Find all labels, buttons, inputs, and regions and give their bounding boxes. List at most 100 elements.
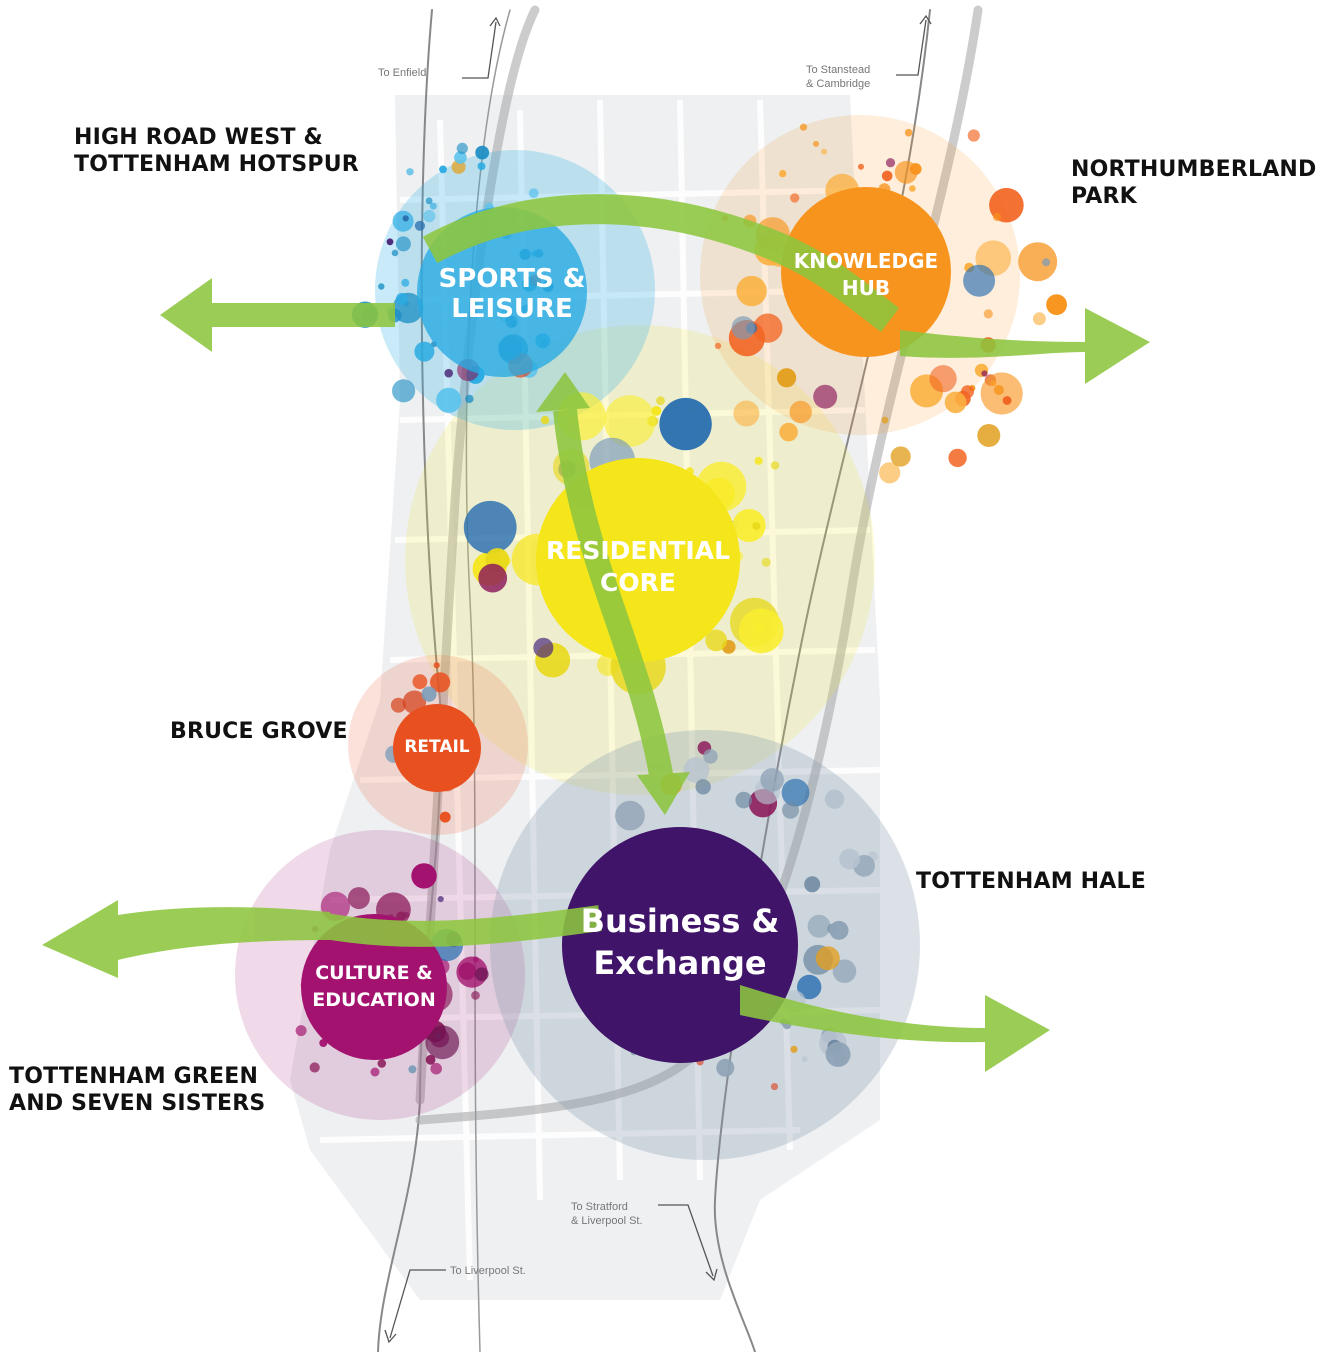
cluster-dot [533,637,554,658]
cluster-dot [377,1059,387,1068]
cluster-dot [733,400,760,427]
cluster-dot [475,145,490,160]
cluster-dot [309,1062,320,1073]
cluster-dot [659,397,712,451]
cluster-dot [839,848,860,870]
cluster-dot [992,212,1002,222]
cluster-dot [885,158,896,168]
cluster-dot [813,384,838,409]
cluster-dot [471,991,480,1000]
cluster-dot [439,811,451,823]
cluster-dot [474,967,489,982]
cluster-dot [980,372,1023,415]
cluster-dot [977,424,1001,447]
cluster-dot [430,1062,443,1075]
cluster-dot [824,789,845,809]
cluster-dot [430,672,451,693]
cluster-dot [429,202,437,210]
cluster-dot [983,309,993,319]
cluster-dot [797,974,822,1000]
cluster-dot [890,446,911,467]
cluster-dot [781,778,810,807]
cluster-dot [425,1054,436,1065]
cluster-dot [1018,242,1058,282]
north-south-link [553,408,674,783]
cluster-dot [472,956,479,963]
cluster-dot [454,151,467,164]
cluster-dot [1046,294,1067,315]
north-arrow-head [536,372,590,412]
cluster-dot [739,608,784,654]
cluster-dot [761,557,771,567]
cluster-dot [411,863,437,889]
cluster-dot [408,1065,417,1074]
cluster-dot [967,129,980,142]
cluster-dot [752,522,761,531]
cluster-dot [829,920,849,940]
cluster-dot [948,448,967,468]
cluster-dot [412,674,428,690]
cluster-dot [813,140,819,147]
cluster-dot [395,292,408,305]
cluster-dot [386,238,394,246]
cluster-dot [540,415,550,425]
west-arrow-north [160,278,395,352]
culture-hub-circle [301,914,447,1060]
cluster-dot [804,876,821,893]
cluster-dot [439,165,447,174]
cluster-dot [433,662,440,669]
cluster-dot [731,316,755,340]
area-label-high-road-west: HIGH ROAD WEST & TOTTENHAM HOTSPUR [74,125,359,177]
cluster-dot [615,800,645,831]
cluster-dot [779,169,787,178]
cluster-dot [651,406,662,416]
cluster-dot [821,148,828,155]
cluster-dot [421,686,437,702]
hub-label-culture: CULTURE & EDUCATION [312,962,436,1011]
cluster-dot [414,341,435,362]
cluster-dot [770,1083,779,1091]
destination-liverpool: To Liverpool St. [450,1265,526,1277]
cluster-dot [705,629,728,652]
cluster-dot [714,342,722,350]
cluster-dot [391,249,399,257]
cluster-dot [881,416,889,424]
destination-pointers [384,14,932,1344]
cluster-dot [425,1025,460,1060]
cluster-dot [406,168,414,176]
area-label-bruce-grove: BRUCE GROVE [170,719,348,744]
cluster-dot [392,210,414,232]
hub-label-business: Business & Exchange [580,902,780,982]
cluster-dot [963,264,996,297]
hub-label-knowledge: KNOWLEDGE HUB [793,249,939,300]
cluster-dot [894,160,918,184]
cluster-dot [414,220,425,231]
cluster-dot [944,391,967,414]
cluster-dot [716,1058,735,1077]
cluster-dot [929,365,957,393]
cluster-dot [370,1067,380,1077]
cluster-dot [832,959,857,983]
knowledge-hub-circle [781,187,951,357]
cluster-dot [858,163,864,170]
culture-business-link [317,905,602,947]
destination-enfield: To Enfield [378,67,427,79]
cluster-dot [790,193,800,203]
cluster-dot [478,563,508,593]
cluster-dot [807,914,831,938]
cluster-dot [528,188,539,199]
cluster-dot [423,209,436,223]
cluster-dot [703,749,718,764]
cluster-dot [401,278,410,287]
east-arrow-south [740,985,1050,1072]
cluster-dot [833,1052,847,1065]
cluster-dot [656,396,665,406]
cluster-dot [695,779,711,795]
cluster-dot [463,500,517,554]
hub-label-sports: SPORTS & LEISURE [438,264,586,324]
west-arrow-south [42,900,330,978]
cluster-dot [904,128,913,137]
hub-label-residential: RESIDENTIAL CORE [545,536,731,597]
